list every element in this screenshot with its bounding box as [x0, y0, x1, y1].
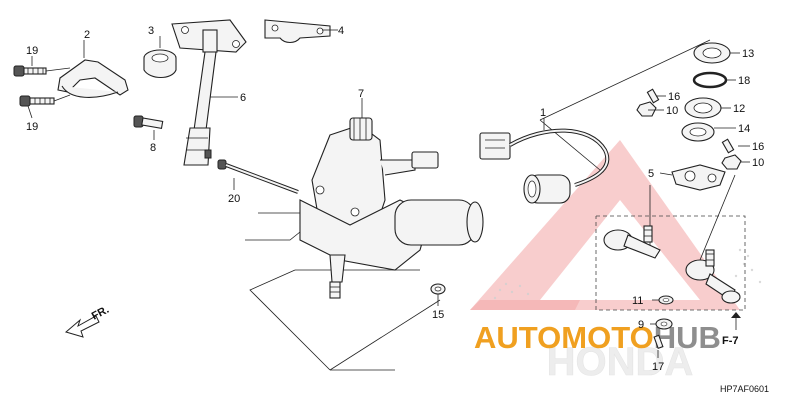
part-16-pin-left	[646, 88, 660, 104]
callout-20: 20	[228, 193, 240, 205]
part-16-pin-right	[721, 138, 735, 154]
callout-10-left: 10	[666, 105, 678, 117]
part-3-seal	[143, 49, 177, 79]
direction-label: FR.	[90, 304, 111, 323]
watermark-text: AUTOMOTOHUB	[474, 320, 721, 355]
callout-19-upper: 19	[26, 45, 38, 57]
part-7-eps-unit	[299, 117, 484, 299]
part-20-long-bolt	[217, 159, 299, 194]
callout-16-left: 16	[668, 91, 680, 103]
part-14-seal	[681, 122, 715, 142]
reference-label: F-7	[722, 335, 739, 347]
part-15-nut	[430, 283, 446, 295]
tie-rod-end-right	[685, 249, 741, 304]
callout-2: 2	[84, 29, 90, 41]
callout-7: 7	[358, 88, 364, 100]
part-10-nut-right	[721, 154, 742, 170]
callout-15: 15	[432, 309, 444, 321]
callout-12: 12	[733, 103, 745, 115]
part-8-bolt	[133, 115, 164, 130]
callout-4: 4	[338, 25, 344, 37]
tie-rod-end-left	[603, 225, 661, 259]
callout-1: 1	[540, 107, 546, 119]
part-1-harness	[479, 128, 610, 204]
part-13-seal-ring	[693, 42, 731, 64]
callout-19-lower: 19	[26, 121, 38, 133]
watermark-text-part1: AUTOMOTO	[474, 320, 654, 355]
part-5-pitman-arm	[671, 164, 726, 191]
watermark-brand: HONDA	[547, 340, 694, 384]
callout-5: 5	[648, 168, 654, 180]
callout-9: 9	[638, 319, 644, 331]
part-19-bolt-upper	[13, 65, 47, 77]
front-direction-arrow: FR.	[64, 304, 111, 338]
callout-14: 14	[738, 123, 750, 135]
callout-8: 8	[150, 142, 156, 154]
callout-13: 13	[742, 48, 754, 60]
callout-10-right: 10	[752, 157, 764, 169]
diagram-code: HP7AF0601	[720, 384, 769, 394]
part-18-circlip	[692, 71, 728, 89]
part-6-steering-shaft	[171, 19, 247, 166]
reference-f7: F-7	[722, 312, 741, 347]
part-2-clamp	[57, 59, 129, 98]
callout-17: 17	[652, 361, 664, 373]
leader-lines	[27, 29, 750, 358]
callout-18: 18	[738, 75, 750, 87]
callout-3: 3	[148, 25, 154, 37]
part-17-cotter-pin	[653, 334, 664, 350]
part-12-bearing	[684, 97, 722, 119]
callout-16-right: 16	[752, 141, 764, 153]
callout-6: 6	[240, 92, 246, 104]
part-11-washer	[658, 295, 674, 305]
part-9-nut	[655, 318, 673, 330]
part-4-bracket	[264, 19, 331, 44]
callout-11: 11	[632, 295, 643, 307]
part-19-bolt-lower	[19, 95, 55, 107]
part-10-nut-left	[636, 101, 657, 117]
